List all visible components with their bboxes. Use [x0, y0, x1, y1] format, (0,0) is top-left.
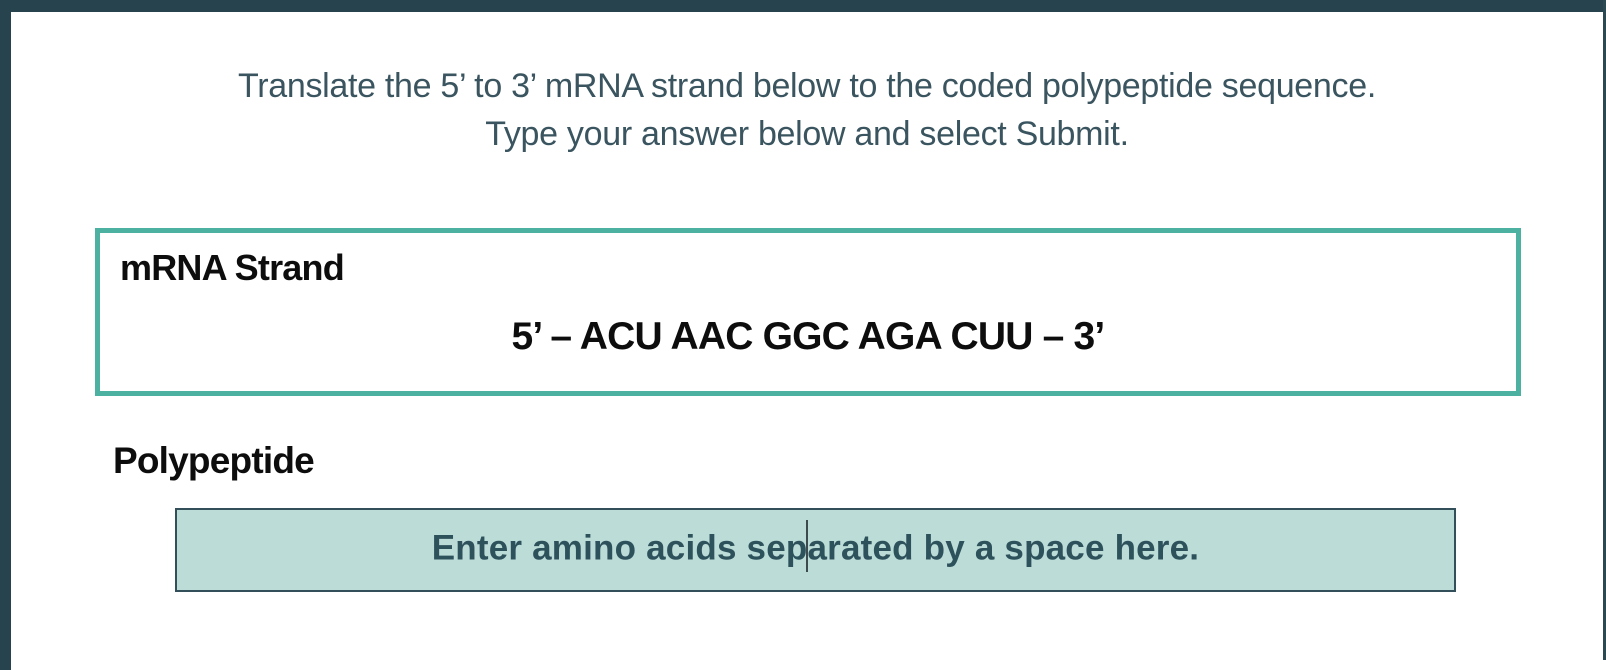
instruction-line-1: Translate the 5’ to 3’ mRNA strand below… — [238, 67, 1376, 105]
input-text-after: arated by a space here. — [807, 528, 1200, 568]
input-text-before: Enter amino acids sep — [431, 528, 808, 568]
slide-border-top — [0, 0, 1606, 12]
mrna-strand-label: mRNA Strand — [120, 247, 345, 288]
text-cursor — [806, 520, 809, 572]
slide-border-left — [0, 0, 11, 670]
polypeptide-input-value: Enter amino acids separated by a space h… — [431, 520, 1200, 576]
mrna-sequence-text: 5’ – ACU AAC GGC AGA CUU – 3’ — [511, 315, 1106, 358]
polypeptide-label: Polypeptide — [113, 440, 315, 481]
polypeptide-answer-input[interactable]: Enter amino acids separated by a space h… — [175, 508, 1456, 592]
mrna-strand-box: mRNA Strand 5’ – ACU AAC GGC AGA CUU – 3… — [95, 228, 1521, 396]
instruction-line-2: Type your answer below and select Submit… — [485, 115, 1129, 153]
instruction-text: Translate the 5’ to 3’ mRNA strand below… — [11, 62, 1603, 158]
slide-border-right — [1603, 0, 1606, 660]
